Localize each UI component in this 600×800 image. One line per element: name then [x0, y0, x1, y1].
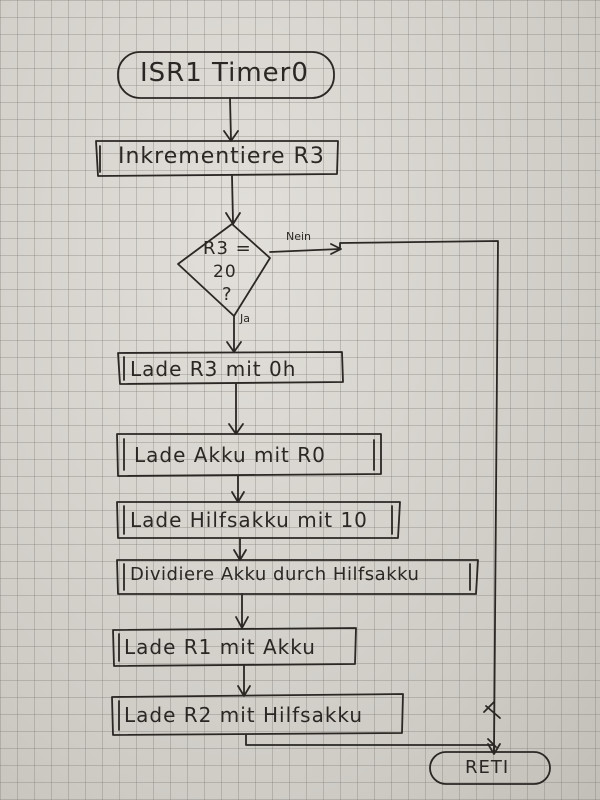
- start-terminal-shape: [117, 51, 335, 99]
- decision-label-line2: 20: [213, 262, 237, 282]
- arrow-start-to-increment: [223, 97, 239, 142]
- load-r1-box-shape: [112, 627, 357, 667]
- load-r1-step-label: Lade R1 mit Akku: [124, 635, 316, 659]
- load-r3-step-label: Lade R3 mit 0h: [130, 357, 297, 381]
- decision-label-line1: R3 =: [203, 238, 252, 259]
- arrow-to-divide: [233, 537, 247, 561]
- end-terminal-shape: [429, 751, 551, 785]
- arrow-to-load-r2: [237, 665, 251, 697]
- arrow-decision-to-load-r3: [226, 315, 242, 353]
- load-hilfsakku-box-shape: [116, 501, 401, 539]
- arrow-increment-to-decision: [225, 175, 241, 225]
- load-r2-box-shape: [111, 693, 404, 736]
- arrow-to-load-akku: [228, 383, 244, 435]
- merge-line: [245, 734, 497, 748]
- load-r3-box-shape: [117, 351, 344, 385]
- arrow-to-load-r1: [235, 593, 249, 629]
- no-branch-line: [269, 240, 499, 753]
- divide-box-shape: [116, 559, 479, 595]
- decision-label-line3: ?: [222, 284, 233, 305]
- increment-box-shape: [95, 140, 339, 177]
- increment-step-label: Inkrementiere R3: [118, 144, 325, 169]
- start-terminal-label: ISR1 Timer0: [140, 58, 309, 88]
- merge-arrow-mark: [483, 701, 501, 719]
- yes-branch-label: Ja: [240, 312, 250, 325]
- load-hilfsakku-step-label: Lade Hilfsakku mit 10: [130, 508, 368, 532]
- divide-step-label: Dividiere Akku durch Hilfsakku: [130, 564, 420, 585]
- load-akku-step-label: Lade Akku mit R0: [134, 443, 326, 467]
- arrow-to-reti: [487, 743, 501, 755]
- arrow-to-load-hilfsakku: [231, 475, 245, 503]
- load-r2-step-label: Lade R2 mit Hilfsakku: [124, 703, 364, 727]
- end-terminal-label: RETI: [465, 757, 510, 778]
- load-akku-box-shape: [116, 433, 382, 477]
- no-branch-label: Nein: [286, 230, 312, 243]
